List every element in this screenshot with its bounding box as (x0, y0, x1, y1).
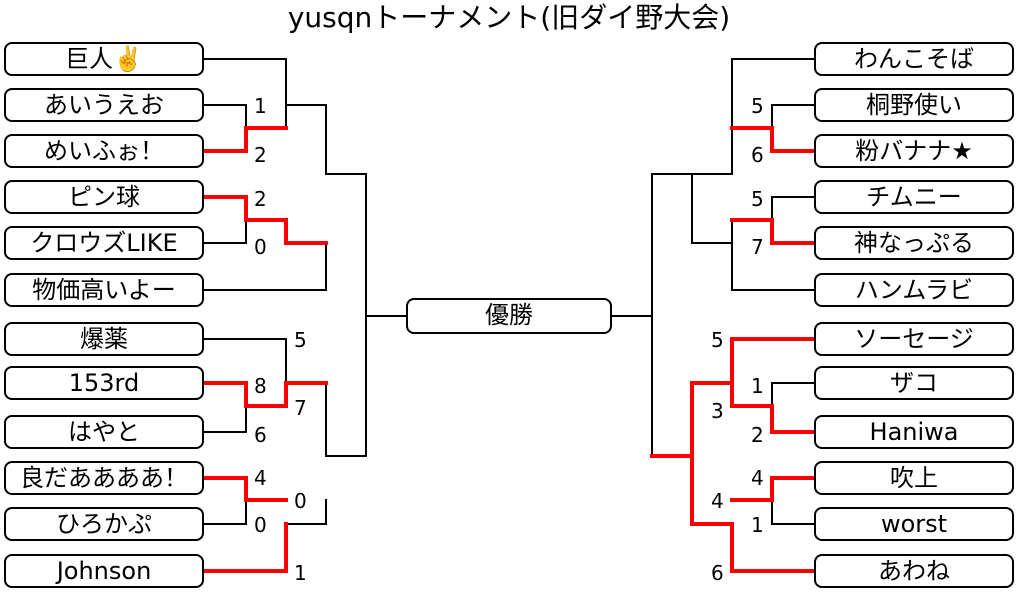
right-bracket-h-branch (771, 382, 815, 407)
right-team-6: ハンムラビ (814, 273, 1014, 307)
left-bracket-i-branch (203, 405, 247, 433)
score-left-l: 1 (294, 561, 307, 585)
left-bracket-bc-branch (203, 104, 247, 129)
score-right-g: 5 (711, 328, 724, 352)
right-team-11: worst (814, 507, 1014, 541)
left-winner-path-j (202, 476, 288, 502)
left-winner-path-l (202, 522, 288, 573)
score-left-de-top: 2 (254, 187, 267, 211)
score-left-ab-top: 1 (254, 94, 267, 118)
right-team-1: わんこそば (814, 42, 1014, 76)
right-team-9: Haniwa (814, 415, 1014, 449)
score-right-de-top: 5 (751, 187, 764, 211)
score-right-jk-bottom: 1 (751, 513, 764, 537)
tournament-title: yusqnトーナメント(旧ダイ野大会) (287, 1, 731, 34)
left-team-7: 爆薬 (4, 322, 204, 356)
score-right-l: 6 (711, 561, 724, 585)
score-left-hi-bottom: 6 (254, 423, 267, 447)
right-team-3: 粉バナナ★ (814, 134, 1014, 168)
right-team-7: ソーセージ (814, 322, 1014, 356)
left-team-3: めいふぉ！ (4, 134, 204, 168)
left-winner-path-d (202, 195, 328, 245)
score-left-de-bottom: 0 (254, 235, 267, 259)
score-right-bc-top: 5 (751, 94, 764, 118)
right-winner-path-c (730, 126, 816, 153)
left-team-6: 物価高いよー (4, 273, 204, 307)
right-team-4: チムニー (814, 180, 1014, 214)
score-left-jk-winner: 0 (294, 489, 307, 513)
right-winner-path-e (730, 218, 816, 245)
right-winner-path-j (730, 476, 816, 502)
score-left-hi-top: 8 (254, 374, 267, 398)
right-bracket-k-branch (771, 499, 815, 525)
left-bracket-jkl-join (285, 499, 327, 525)
score-right-hi-top: 1 (751, 374, 764, 398)
left-bracket-abc-up (285, 104, 367, 175)
left-bracket-ghi-join (325, 382, 367, 457)
left-bracket-g-branch (203, 338, 287, 384)
score-right-hi-bottom: 2 (751, 423, 764, 447)
left-team-5: クロウズLIKE (4, 226, 204, 260)
right-winner-path-l (690, 454, 816, 573)
left-bracket-k-branch (203, 499, 247, 525)
right-team-2: 桐野使い (814, 88, 1014, 122)
score-right-jk-top: 4 (751, 466, 764, 490)
left-team-2: あいうえお (4, 88, 204, 122)
score-left-jk-top: 4 (254, 466, 267, 490)
left-team-9: はやと (4, 415, 204, 449)
left-bracket-f-branch (203, 242, 327, 291)
score-right-de-bottom: 7 (751, 235, 764, 259)
right-bracket-d-branch (771, 196, 815, 221)
right-winner-path-i (730, 381, 816, 434)
right-bracket-a-branch (731, 58, 815, 129)
right-team-10: 吹上 (814, 461, 1014, 495)
champion-box: 優勝 (406, 298, 612, 334)
score-left-ab-bottom: 2 (254, 143, 267, 167)
left-winner-path-h (202, 381, 328, 408)
score-right-hi-winner: 3 (711, 399, 724, 423)
score-left-g: 5 (294, 328, 307, 352)
right-upper-join (651, 127, 733, 244)
left-team-8: 153rd (4, 366, 204, 400)
score-left-hi-winner: 7 (294, 396, 307, 420)
right-winner-path-g (650, 337, 816, 458)
score-left-jk-bottom: 0 (254, 513, 267, 537)
score-right-bc-bottom: 6 (751, 143, 764, 167)
left-winner-path-c (202, 126, 288, 153)
score-right-jk-winner: 4 (711, 489, 724, 513)
left-team-12: Johnson (4, 554, 204, 588)
right-bracket-b-branch (771, 104, 815, 129)
left-team-10: 良だああああ！ (4, 461, 204, 495)
left-team-11: ひろかぷ (4, 507, 204, 541)
right-team-8: ザコ (814, 366, 1014, 400)
left-bracket-e-branch (203, 219, 247, 244)
right-team-5: 神なっぷる (814, 226, 1014, 260)
left-team-4: ピン球 (4, 180, 204, 214)
right-team-12: あわね (814, 554, 1014, 588)
left-team-1: 巨人✌️ (4, 42, 204, 76)
